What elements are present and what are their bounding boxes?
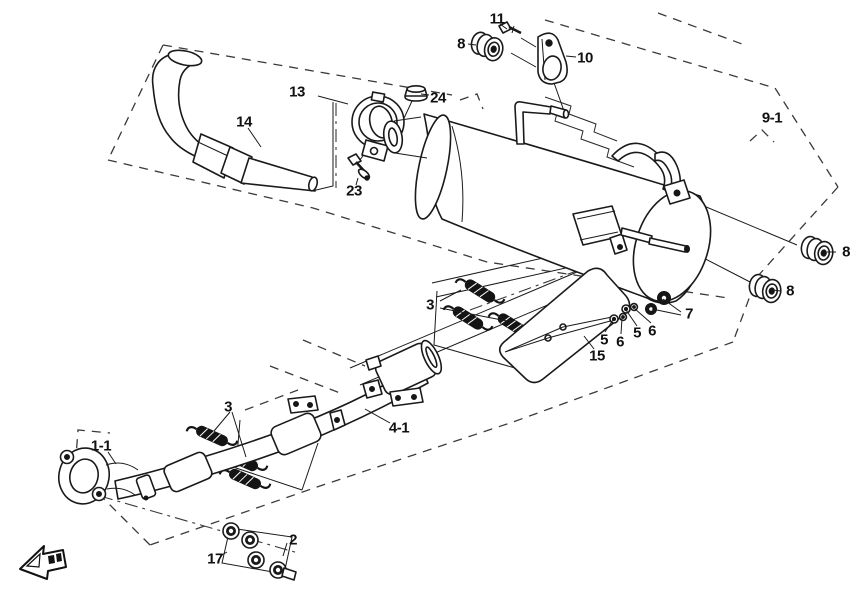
part-8-grommet-top [467,29,507,64]
part-2-17-gaskets [221,522,297,581]
part-muffler-body [382,113,712,304]
part-4-1-mid-pipe [114,339,443,500]
group-boundary-lower [244,339,366,411]
part-11-bolt [498,21,522,35]
muffler-mount-plate [572,205,690,255]
part-14-front-pipe [151,49,319,192]
callout-leader-lines [107,23,836,557]
part-7-nuts [645,291,671,315]
center-axis-lines [99,103,613,554]
part-8-grommet-right-lower [746,272,784,305]
part-8-grommet-right-upper [798,234,836,267]
part-23-bolt [347,153,371,181]
group-boundary-9-1 [74,12,839,546]
brand-logo [19,545,67,580]
muffler-rear-strap [611,142,691,205]
part-1-1-header-flange [58,447,157,505]
part-24-nut [404,85,428,102]
part-15-heat-shield [498,267,631,384]
muffler-hanger-rod [514,101,570,145]
part-10-hanger-bracket [537,32,568,85]
